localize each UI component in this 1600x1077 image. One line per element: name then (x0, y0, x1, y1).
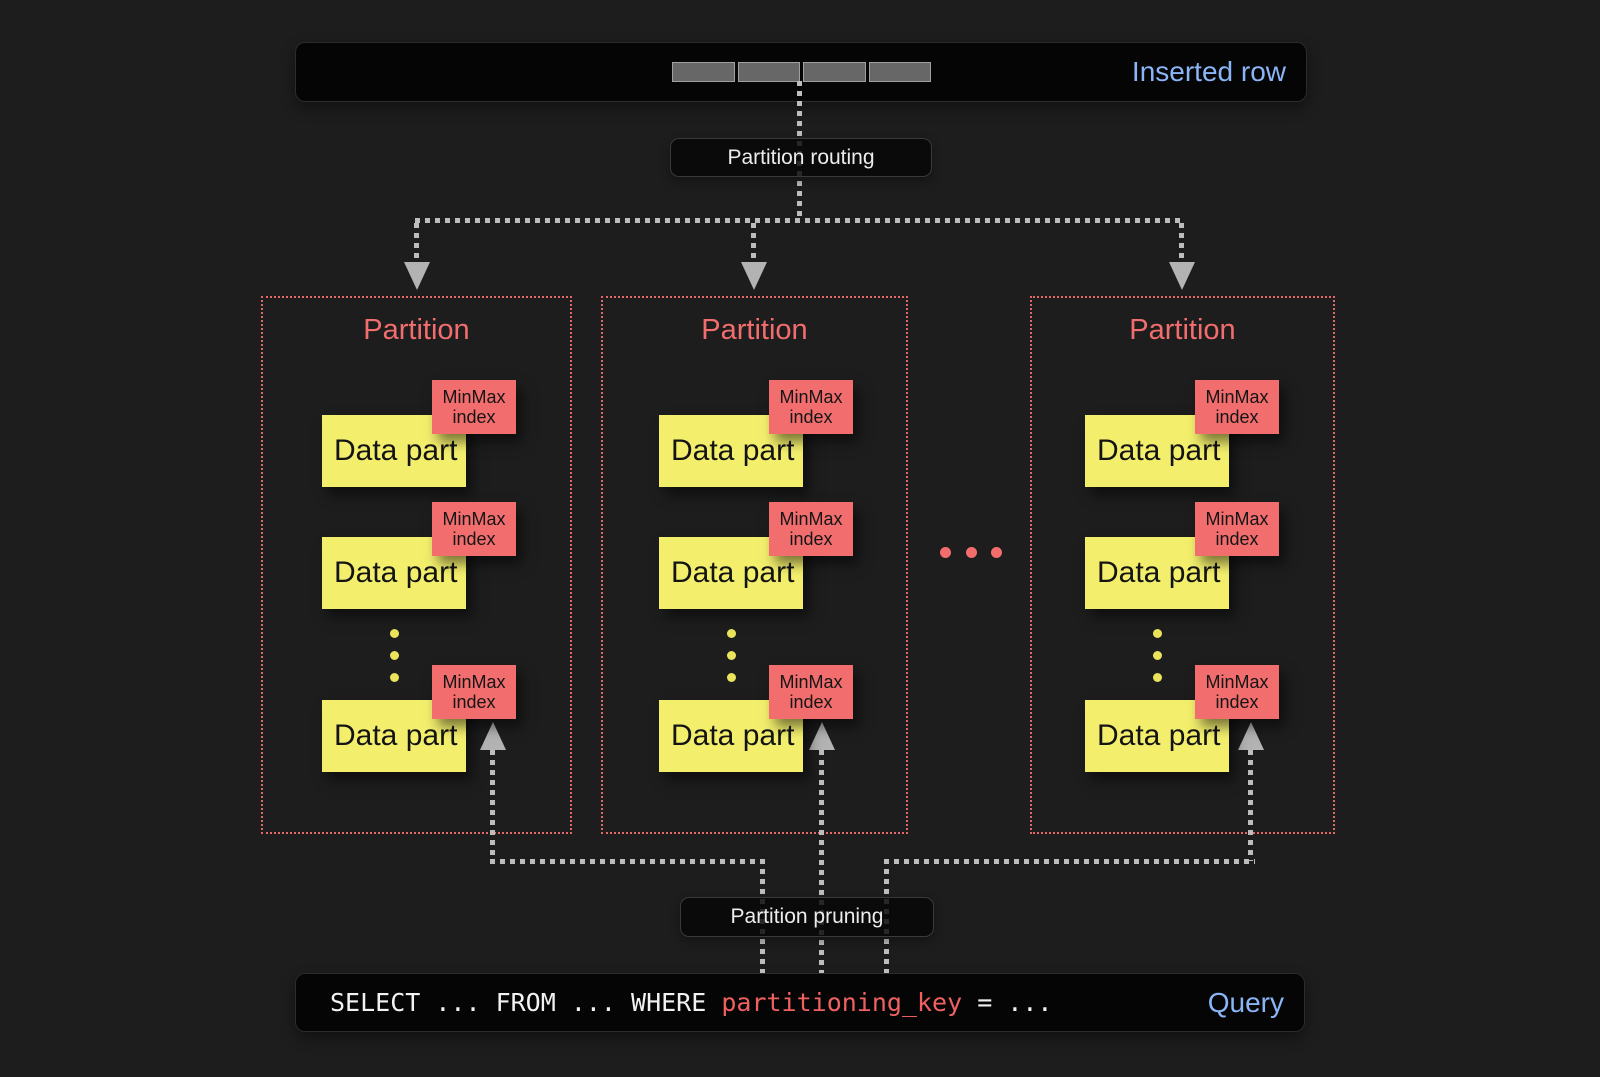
row-segment-cell (803, 62, 866, 82)
data-part-label: Data part (334, 434, 458, 467)
minmax-label: MinMax (442, 387, 506, 407)
minmax-label: MinMax (1205, 672, 1269, 692)
data-part-box: Data part (1085, 415, 1229, 487)
vertical-ellipsis-dot (1153, 629, 1162, 638)
minmax-label: index (789, 529, 833, 549)
inserted-row-label: Inserted row (1131, 56, 1286, 87)
vertical-ellipsis-dot (1153, 673, 1162, 682)
minmax-label: index (1215, 407, 1259, 427)
partition-title: Partition (1129, 314, 1236, 346)
data-part-label: Data part (671, 556, 795, 589)
pruning-line-right-horizontal (884, 859, 1255, 864)
ellipsis-dot (940, 547, 951, 558)
arrow-down-icon (741, 262, 767, 290)
partition-routing-label: Partition routing (727, 145, 875, 169)
partition-pruning-label: Partition pruning (730, 905, 884, 928)
pruning-line-right-up (1248, 750, 1253, 861)
partition-routing-pill: Partition routing (670, 138, 932, 177)
ellipsis-dot (991, 547, 1002, 558)
minmax-label: index (452, 529, 496, 549)
minmax-label: MinMax (1205, 387, 1269, 407)
data-part-box: Data part (322, 537, 466, 609)
partition-ellipsis (940, 547, 1002, 558)
pruning-line-left-up (490, 750, 495, 861)
minmax-label: index (452, 407, 496, 427)
row-segment-cell (737, 62, 800, 82)
arrow-up-icon (480, 722, 506, 750)
minmax-label: index (1215, 692, 1259, 712)
query-sql-text: SELECT ... FROM ... WHERE partitioning_k… (330, 988, 1052, 1017)
routing-line-left (414, 223, 419, 262)
pruning-line-left-horizontal (490, 859, 766, 864)
pruning-line-middle (819, 750, 824, 973)
query-panel: SELECT ... FROM ... WHERE partitioning_k… (295, 973, 1305, 1032)
data-part-label: Data part (334, 556, 458, 589)
data-part-label: Data part (1097, 434, 1221, 467)
vertical-ellipsis-dot (390, 629, 399, 638)
partition-pruning-pill: Partition pruning (680, 897, 934, 937)
vertical-ellipsis-dot (390, 651, 399, 660)
minmax-label: MinMax (442, 672, 506, 692)
minmax-label: MinMax (779, 509, 843, 529)
minmax-label: MinMax (442, 509, 506, 529)
partition-title: Partition (363, 314, 470, 346)
row-segment-cell (672, 62, 735, 82)
vertical-ellipsis-dot (1153, 651, 1162, 660)
data-part-label: Data part (671, 434, 795, 467)
arrow-down-icon (404, 262, 430, 290)
minmax-label: index (1215, 529, 1259, 549)
minmax-label: MinMax (779, 672, 843, 692)
vertical-ellipsis-dot (727, 651, 736, 660)
routing-line-right (1179, 223, 1184, 262)
minmax-label: MinMax (1205, 509, 1269, 529)
sql-prefix: SELECT ... FROM ... WHERE (330, 988, 722, 1017)
vertical-ellipsis-dot (727, 673, 736, 682)
minmax-label: index (789, 692, 833, 712)
data-part-box: Data part (322, 700, 466, 772)
vertical-ellipsis-dot (390, 673, 399, 682)
query-label: Query (1207, 986, 1284, 1018)
partition-title: Partition (701, 314, 808, 346)
data-part-label: Data part (334, 719, 458, 752)
vertical-ellipsis-dot (727, 629, 736, 638)
ellipsis-dot (965, 547, 977, 558)
data-part-label: Data part (1097, 556, 1221, 589)
row-segment-cell (868, 62, 931, 82)
minmax-label: MinMax (779, 387, 843, 407)
sql-suffix: = ... (962, 988, 1053, 1017)
data-part-label: Data part (671, 719, 795, 752)
minmax-label: index (789, 407, 833, 427)
arrow-up-icon (1238, 722, 1264, 750)
routing-line-middle (751, 223, 756, 262)
routing-line-horizontal (415, 218, 1185, 223)
data-part-label: Data part (1097, 719, 1221, 752)
sql-partitioning-key: partitioning_key (721, 988, 963, 1017)
minmax-label: index (452, 692, 496, 712)
inserted-row-segments (672, 62, 931, 82)
arrow-down-icon (1169, 262, 1195, 290)
arrow-up-icon (809, 722, 835, 750)
